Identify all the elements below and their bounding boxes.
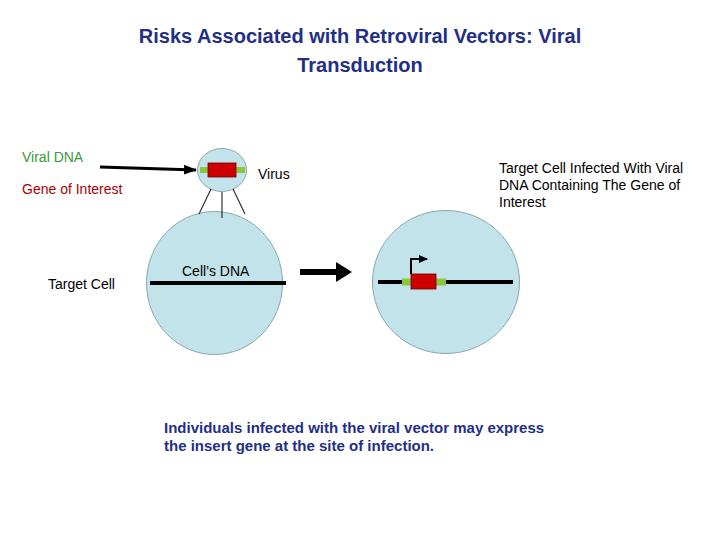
shape-outline (197, 148, 247, 192)
ellipse-shape (373, 211, 520, 354)
virus-leg (233, 189, 245, 214)
flow-arrow (300, 269, 338, 275)
ellipse-shape (147, 212, 283, 355)
node-label: Target Cell (48, 276, 140, 293)
diagram-caption: Individuals infected with the viral vect… (164, 419, 546, 455)
shape-outline (372, 210, 520, 354)
cell-ellipse: Target Cell Infected With Viral DNA Cont… (372, 210, 520, 354)
virus-leg (199, 189, 211, 214)
text-label: Gene of Interest (22, 181, 162, 198)
node-label: Virus (258, 166, 318, 183)
virus-particle: Virus (197, 148, 247, 192)
text-label: Viral DNA (22, 149, 142, 166)
node-label: Cell’s DNA (182, 263, 282, 280)
diagram-title: Risks Associated with Retroviral Vectors… (130, 22, 590, 80)
ellipse-shape (198, 149, 247, 192)
node-label: Target Cell Infected With Viral DNA Cont… (499, 160, 691, 211)
shape-outline (146, 211, 283, 355)
cell-ellipse: Target CellCell’s DNA (146, 211, 283, 355)
leader-arrow (100, 167, 196, 170)
